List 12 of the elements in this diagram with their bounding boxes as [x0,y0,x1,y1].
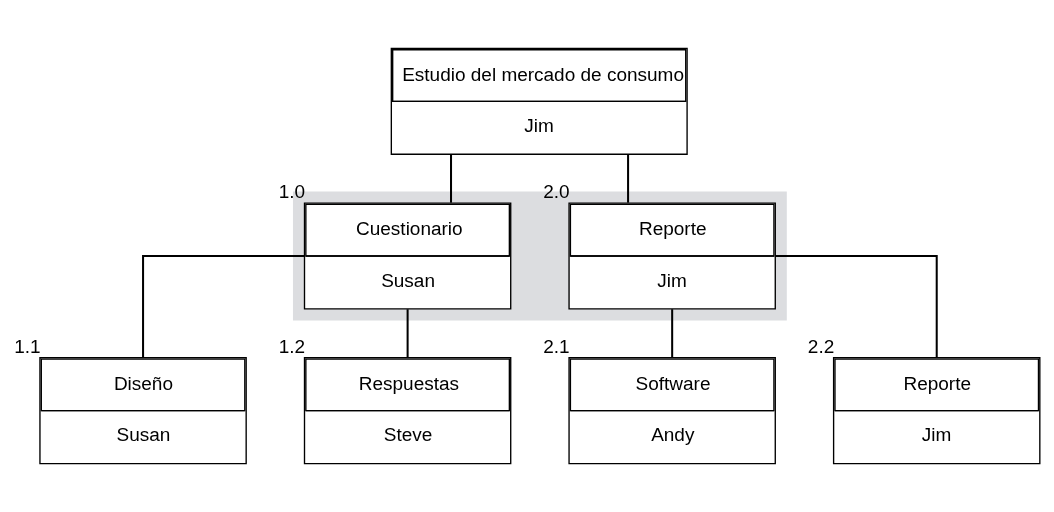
connector [627,154,630,203]
node-label: 1.2 [278,335,306,357]
connector [671,309,674,358]
node-label: 2.0 [543,180,570,202]
node-label: 2.2 [807,335,835,357]
node-label: 2.1 [543,335,570,357]
node-label: 1.1 [14,335,41,357]
node-label: 1.0 [278,180,306,202]
connector [406,309,409,358]
connector [142,255,305,358]
connector [775,255,938,358]
connector [450,154,453,203]
